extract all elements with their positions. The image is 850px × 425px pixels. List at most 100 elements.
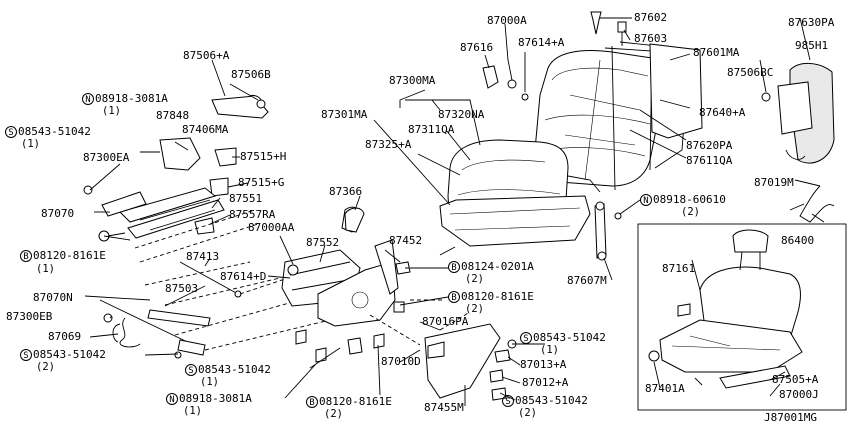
label-87401A: 87401A bbox=[645, 382, 685, 395]
b-symbol: B bbox=[20, 250, 32, 262]
label-87300EB: 87300EB bbox=[6, 310, 53, 323]
s-symbol: S bbox=[5, 126, 17, 138]
n-symbol: N bbox=[166, 393, 178, 405]
label-87601MA: 87601MA bbox=[693, 46, 740, 59]
link-rod bbox=[594, 203, 607, 259]
label-87603: 87603 bbox=[634, 32, 668, 45]
label-87016PA: 87016PA bbox=[422, 315, 469, 328]
label-87300EA: 87300EA bbox=[83, 151, 130, 164]
seat-cushion bbox=[439, 139, 591, 247]
inset-cushion bbox=[659, 319, 803, 373]
label-87311QA: 87311QA bbox=[408, 123, 455, 136]
label-87616: 87616 bbox=[460, 41, 494, 54]
label-86400: 86400 bbox=[781, 234, 815, 247]
qty-08543-51042-mid: (1) bbox=[200, 376, 219, 388]
label-87602: 87602 bbox=[634, 11, 668, 24]
qty-08918-60610: (2) bbox=[681, 206, 700, 218]
label-87000A: 87000A bbox=[487, 14, 527, 27]
cap bbox=[344, 207, 365, 233]
label-87070N: 87070N bbox=[33, 291, 73, 304]
s-symbol: S bbox=[20, 349, 32, 361]
label-87406MA: 87406MA bbox=[182, 123, 229, 136]
hinge-cover bbox=[159, 137, 201, 171]
s-symbol: S bbox=[185, 364, 197, 376]
qty-08543-51042-left: (2) bbox=[36, 361, 55, 373]
lower-bar bbox=[147, 309, 211, 327]
label-87320NA: 87320NA bbox=[438, 108, 485, 121]
label-87000J: 87000J bbox=[779, 388, 819, 401]
label-87000AA: 87000AA bbox=[248, 221, 295, 234]
inset-headrest bbox=[732, 229, 769, 253]
label-87557RA: 87557RA bbox=[229, 208, 276, 221]
qty-08120-8161E-mid: (2) bbox=[465, 303, 484, 315]
label-87069: 87069 bbox=[48, 330, 82, 343]
label-87505A: 87505+A bbox=[772, 373, 819, 386]
label-87503: 87503 bbox=[165, 282, 199, 295]
label-87301MA: 87301MA bbox=[321, 108, 368, 121]
qty-08543-51042-bot: (2) bbox=[518, 407, 537, 419]
b-symbol: B bbox=[448, 291, 460, 303]
diagram-code: J87001MG bbox=[764, 411, 817, 424]
leader-lines bbox=[84, 17, 821, 406]
s-symbol: S bbox=[520, 332, 532, 344]
qty-08918-3081A-bot: (1) bbox=[183, 405, 202, 417]
wire-87019m bbox=[789, 185, 835, 223]
label-87607M: 87607M bbox=[567, 274, 607, 287]
label-87070: 87070 bbox=[41, 207, 75, 220]
label-87366: 87366 bbox=[329, 185, 363, 198]
label-985H1: 985H1 bbox=[795, 39, 829, 52]
qty-08120-8161E-left: (1) bbox=[36, 263, 55, 275]
n-symbol: N bbox=[82, 93, 94, 105]
label-87551: 87551 bbox=[229, 192, 263, 205]
label-87848: 87848 bbox=[156, 109, 190, 122]
label-87614D: 87614+D bbox=[220, 270, 267, 283]
label-87012A: 87012+A bbox=[522, 376, 569, 389]
recliner-plate bbox=[317, 261, 396, 327]
inset-box bbox=[637, 223, 847, 411]
label-87010D: 87010D bbox=[381, 355, 421, 368]
label-87614A-top: 87614+A bbox=[518, 36, 565, 49]
qty-08543-51042-r: (1) bbox=[540, 344, 559, 356]
label-87452: 87452 bbox=[389, 234, 423, 247]
label-87413: 87413 bbox=[186, 250, 220, 263]
label-87552: 87552 bbox=[306, 236, 340, 249]
label-87019M: 87019M bbox=[754, 176, 794, 189]
label-87161: 87161 bbox=[662, 262, 696, 275]
n-symbol: N bbox=[640, 194, 652, 206]
wire-harness bbox=[112, 317, 141, 348]
lower-bracket bbox=[211, 95, 269, 119]
label-87620PA: 87620PA bbox=[686, 139, 733, 152]
label-87506A: 87506+A bbox=[183, 49, 230, 62]
qty-08124-0201A: (2) bbox=[465, 273, 484, 285]
label-87506BC: 87506BC bbox=[727, 66, 774, 79]
label-87455M: 87455M bbox=[424, 401, 464, 414]
spring-rod bbox=[179, 261, 239, 295]
qty-08918-3081A-top: (1) bbox=[102, 105, 121, 117]
lower-cover bbox=[424, 323, 501, 399]
label-87515H: 87515+H bbox=[240, 150, 287, 163]
seat-rail-left bbox=[119, 187, 217, 223]
label-87506B: 87506B bbox=[231, 68, 271, 81]
b-symbol: B bbox=[306, 396, 318, 408]
label-87325A: 87325+A bbox=[365, 138, 412, 151]
label-87300MA: 87300MA bbox=[389, 74, 436, 87]
label-87611QA: 87611QA bbox=[686, 154, 733, 167]
label-87630PA: 87630PA bbox=[788, 16, 835, 29]
qty-08120-8161E-bot: (2) bbox=[324, 408, 343, 420]
qty-08543-51042-top: (1) bbox=[21, 138, 40, 150]
label-87640A: 87640+A bbox=[699, 106, 746, 119]
